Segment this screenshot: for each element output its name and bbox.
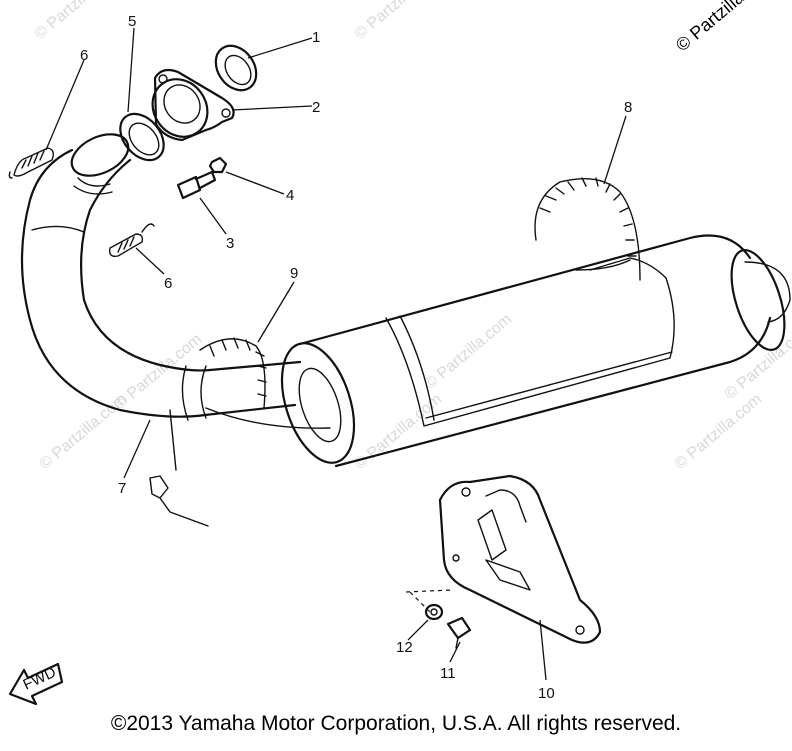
callout-3: 3 (226, 235, 234, 252)
watermark-text: © Partzilla.com (112, 331, 206, 413)
callout-12: 12 (396, 639, 413, 656)
part-4-washer (208, 156, 228, 174)
part-10-bracket (405, 474, 602, 644)
part-6-spring-lower (108, 223, 155, 258)
part-6-spring-upper (8, 147, 55, 179)
leader-lines (45, 27, 627, 681)
callout-10: 10 (538, 685, 555, 702)
callout-6-upper: 6 (80, 47, 88, 64)
part-8-spring (534, 177, 641, 281)
part-7-exhaust-pipe (20, 133, 331, 527)
part-3-bolt (176, 170, 217, 200)
callout-2: 2 (312, 99, 320, 116)
part-11-bolt (446, 616, 472, 649)
callout-1: 1 (312, 29, 320, 46)
part-2-flange (151, 68, 235, 142)
watermark-text: © Partzilla.com (672, 391, 766, 473)
callouts: 1 2 3 4 5 6 6 7 8 9 10 11 12 (80, 13, 632, 702)
callout-8: 8 (624, 99, 632, 116)
watermark-text: © Partzilla.com (32, 0, 126, 43)
muffler (280, 234, 791, 468)
part-1-gasket (214, 44, 258, 92)
callout-4: 4 (286, 187, 294, 204)
watermarks: © Partzilla.com © Partzilla.com © Partzi… (32, 0, 792, 473)
callout-9: 9 (290, 265, 298, 282)
part-9-spring (199, 337, 267, 409)
callout-11: 11 (440, 665, 456, 682)
fwd-arrow: FWD (8, 662, 64, 706)
callout-5: 5 (128, 13, 136, 30)
watermark-text: © Partzilla.com (352, 0, 446, 43)
fwd-label: FWD (21, 664, 59, 694)
copyright-footer: ©2013 Yamaha Motor Corporation, U.S.A. A… (110, 712, 682, 735)
part-12-washer (424, 603, 444, 621)
callout-6-lower: 6 (164, 275, 172, 292)
callout-7: 7 (118, 480, 126, 497)
watermark-text: © Partzilla.com (422, 311, 516, 393)
